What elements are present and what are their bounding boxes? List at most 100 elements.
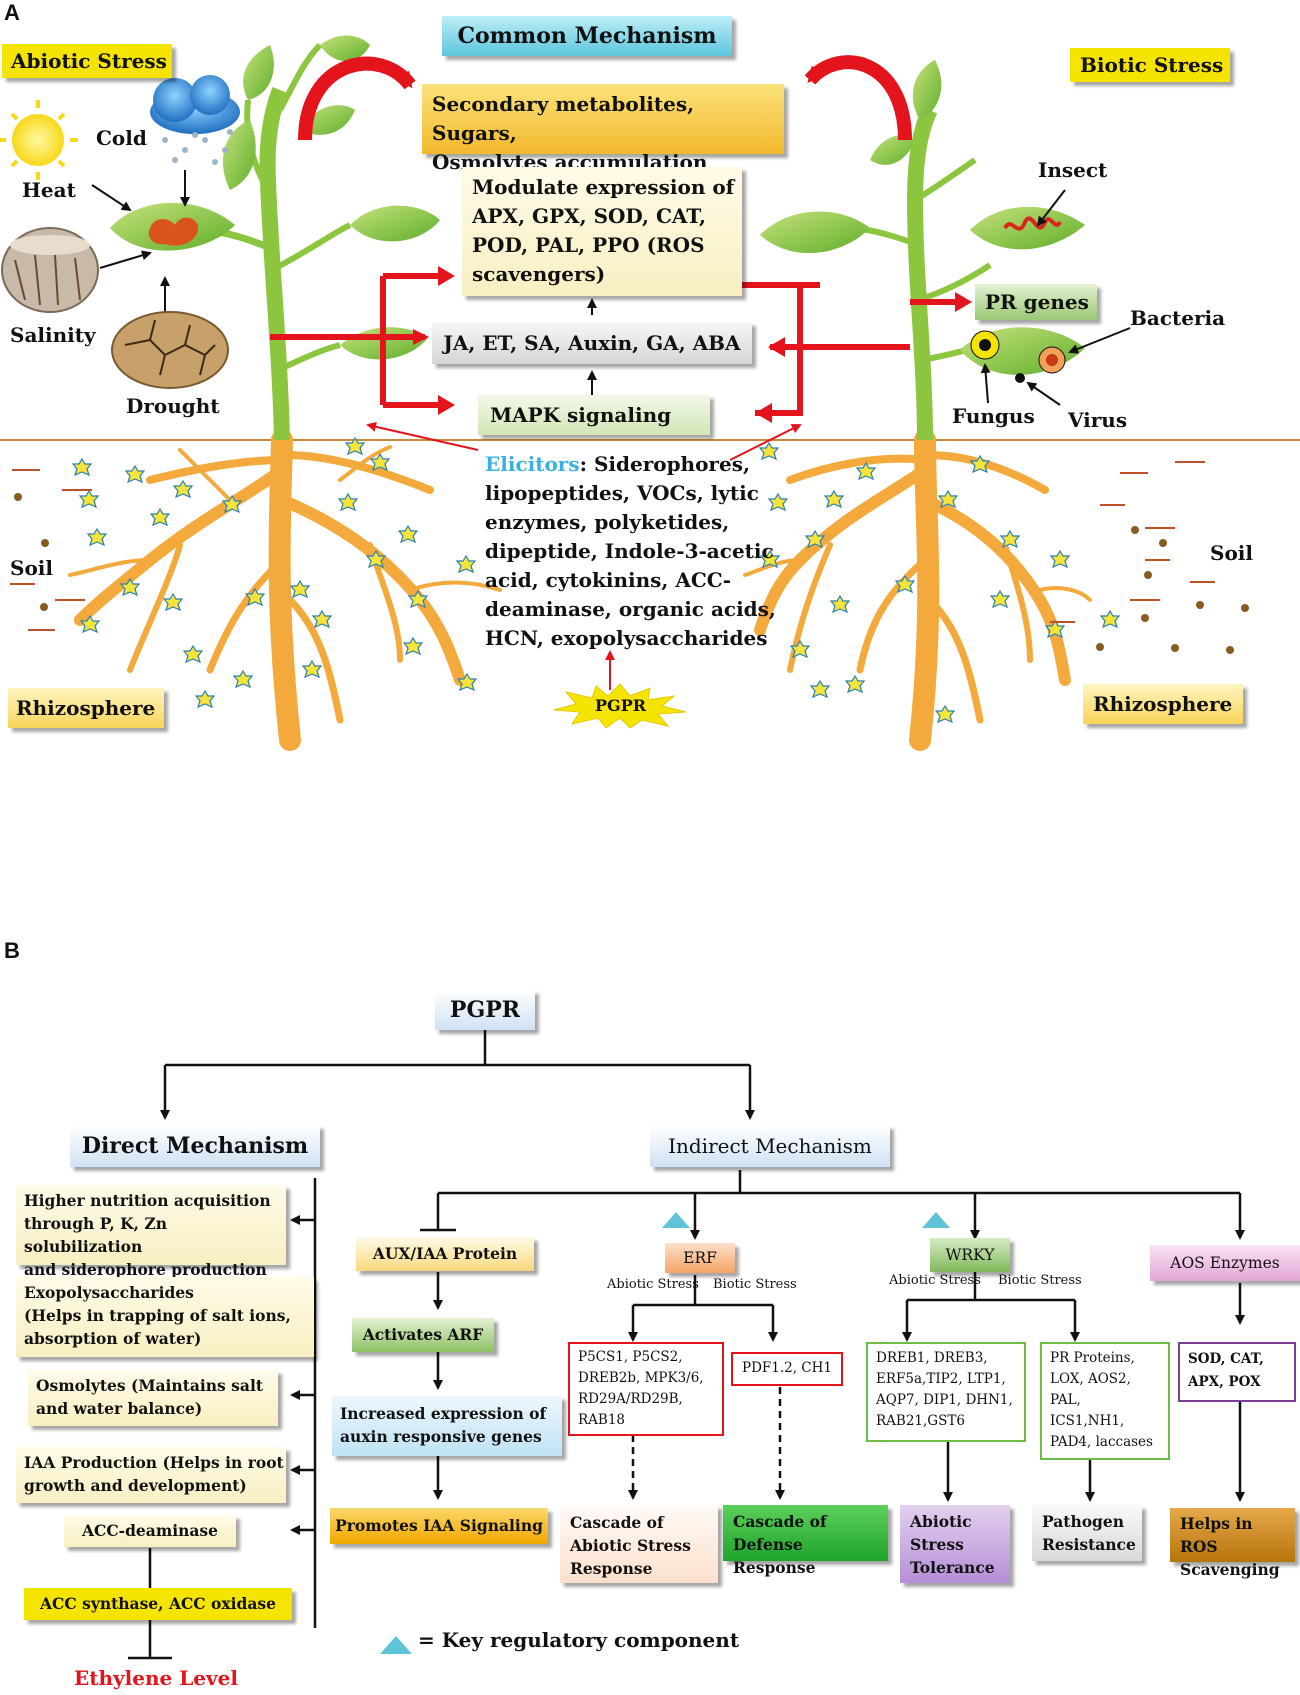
biotic-stress-title: Biotic Stress — [1080, 53, 1224, 77]
exopolysaccharides-box: Exopolysaccharides (Helps in trapping of… — [16, 1277, 314, 1357]
rhizosphere-right-text: Rhizosphere — [1093, 692, 1233, 716]
acc-synthase-box: ACC synthase, ACC oxidase — [24, 1588, 292, 1620]
wrky-box: WRKY — [930, 1238, 1010, 1272]
modulate-line-3: POD, PAL, PPO (ROS — [472, 233, 705, 257]
soil-marks-right — [1050, 461, 1215, 623]
osmolytes-line-2: and water balance) — [36, 1399, 203, 1418]
ros-line-2: Scavenging — [1180, 1560, 1280, 1579]
increased-line-2: auxin responsive genes — [340, 1427, 542, 1446]
elicitors-line-2: lipopeptides, VOCs, lytic — [485, 481, 759, 505]
panel-b-label: B — [4, 938, 20, 963]
right-roots — [743, 429, 1092, 751]
tolerance-line-3: Tolerance — [910, 1558, 995, 1577]
abiotic-stress-box: Abiotic Stress — [2, 44, 172, 78]
aos-list-box: SOD, CAT, APX, POX — [1178, 1342, 1296, 1402]
indirect-mechanism-box: Indirect Mechanism — [650, 1125, 890, 1167]
erf-abiotic-gene-2: DREB2b, MPK3/6, — [578, 1370, 704, 1386]
soil-right-label: Soil — [1210, 541, 1253, 565]
salinity-label: Salinity — [10, 323, 96, 347]
red-arrowheads — [438, 266, 972, 423]
virus-particle — [1015, 373, 1025, 383]
elicitors-line-1: : Siderophores, — [579, 452, 750, 476]
abiotic-stress-title: Abiotic Stress — [11, 49, 167, 73]
right-curved-arrow — [804, 55, 912, 141]
mapk-text: MAPK signaling — [490, 403, 672, 427]
left-roots — [68, 429, 502, 751]
wrky-biotic-genes-box: PR Proteins, LOX, AOS2, PAL, ICS1,NH1, P… — [1040, 1342, 1170, 1460]
iaa-production-box: IAA Production (Helps in root growth and… — [16, 1447, 286, 1503]
erf-abiotic-genes-box: P5CS1, P5CS2, DREB2b, MPK3/6, RD29A/RD29… — [568, 1342, 724, 1436]
cascade-abiotic-line-2: Abiotic Stress — [570, 1536, 691, 1555]
wrky-biotic-gene-4: ICS1,NH1, — [1050, 1413, 1125, 1429]
ethylene-level-label: Ethylene Level — [74, 1666, 238, 1690]
nutrition-box: Higher nutrition acquisition through P, … — [16, 1185, 286, 1279]
insect-leaf — [970, 206, 1085, 250]
wrky-abiotic-genes-box: DREB1, DREB3, ERF5a,TIP2, LTP1, AQP7, DI… — [866, 1342, 1026, 1442]
fungus-label: Fungus — [952, 404, 1035, 428]
pr-genes-box: PR genes — [975, 284, 1097, 320]
secondary-metabolites-box: Secondary metabolites, Sugars, Osmolytes… — [422, 84, 784, 174]
bacteria-label: Bacteria — [1130, 306, 1226, 330]
erf-abiotic-gene-3: RD29A/RD29B, — [578, 1391, 683, 1407]
right-plant — [760, 60, 1085, 441]
panel-b-connectors — [128, 1028, 1245, 1660]
cascade-defense-line-1: Cascade of — [733, 1512, 827, 1531]
pathogen-line-1: Pathogen — [1042, 1512, 1125, 1531]
direct-mechanism-box: Direct Mechanism — [70, 1125, 320, 1167]
wrky-biotic-gene-5: PAD4, laccases — [1050, 1434, 1153, 1450]
aos-enzyme-1: SOD, CAT, — [1188, 1351, 1264, 1367]
erf-abiotic-gene-4: RAB18 — [578, 1412, 626, 1428]
promotes-iaa-text: Promotes IAA Signaling — [335, 1516, 543, 1535]
aos-enzyme-2: APX, POX — [1188, 1374, 1261, 1390]
erf-biotic-label: Biotic Stress — [713, 1277, 797, 1292]
increased-line-1: Increased expression of — [340, 1404, 547, 1423]
acc-synthase-text: ACC synthase, ACC oxidase — [40, 1594, 276, 1613]
wrky-biotic-gene-2: LOX, AOS2, — [1050, 1371, 1131, 1387]
erf-box: ERF — [665, 1243, 735, 1273]
wrky-abiotic-gene-3: AQP7, DIP1, DHN1, — [876, 1392, 1013, 1408]
pgpr-starburst — [553, 683, 687, 729]
wrky-abiotic-label: Abiotic Stress — [889, 1273, 981, 1288]
common-mechanism-box: Common Mechanism — [442, 16, 732, 56]
mapk-box: MAPK signaling — [478, 395, 710, 435]
biotic-stress-box: Biotic Stress — [1070, 48, 1230, 82]
ros-line-1: Helps in ROS — [1180, 1514, 1253, 1556]
hormones-box: JA, ET, SA, Auxin, GA, ABA — [432, 322, 752, 364]
drought-label: Drought — [126, 394, 220, 418]
insect-label: Insect — [1038, 158, 1108, 182]
wrky-abiotic-gene-4: RAB21,GST6 — [876, 1413, 965, 1429]
heat-label: Heat — [22, 178, 76, 202]
erf-abiotic-label: Abiotic Stress — [607, 1277, 699, 1292]
insect-trail — [1003, 216, 1062, 231]
indirect-mechanism-title: Indirect Mechanism — [668, 1134, 872, 1158]
acc-deaminase-box: ACC-deaminase — [64, 1515, 236, 1547]
erf-key-triangle — [662, 1212, 690, 1228]
hormones-text: JA, ET, SA, Auxin, GA, ABA — [443, 331, 741, 355]
elicitors-line-7: HCN, exopolysaccharides — [485, 626, 768, 650]
exopoly-line-3: absorption of water) — [24, 1329, 202, 1348]
pgpr-bacteria-cluster — [71, 436, 1121, 724]
wrky-biotic-gene-1: PR Proteins, — [1050, 1350, 1135, 1366]
activates-arf-box: Activates ARF — [352, 1318, 494, 1352]
rhizosphere-left-box: Rhizosphere — [8, 688, 164, 728]
elicitors-label: Elicitors — [485, 452, 580, 476]
elicitors-line-5: acid, cytokinins, ACC- — [485, 568, 731, 592]
nutrition-line-1: Higher nutrition acquisition — [24, 1191, 271, 1210]
cascade-abiotic-line-1: Cascade of — [570, 1513, 664, 1532]
elicitors-text-block: Elicitors: Siderophores, lipopeptides, V… — [485, 450, 776, 653]
pathogen-line-2: Resistance — [1042, 1535, 1136, 1554]
cold-label: Cold — [96, 126, 147, 150]
wrky-abiotic-gene-1: DREB1, DREB3, — [876, 1350, 988, 1366]
black-arrows-a — [91, 170, 1131, 406]
promotes-iaa-box: Promotes IAA Signaling — [330, 1508, 548, 1544]
panel-a-label: A — [4, 0, 20, 25]
iaa-line-1: IAA Production (Helps in root — [24, 1453, 284, 1472]
erf-biotic-genes-box: PDF1.2, CH1 — [731, 1352, 843, 1386]
pr-genes-text: PR genes — [985, 290, 1089, 314]
legend-text: = Key regulatory component — [418, 1628, 740, 1652]
cascade-defense-line-2: Defense Response — [733, 1535, 816, 1577]
iaa-line-2: growth and development) — [24, 1476, 247, 1495]
modulate-line-1: Modulate expression of — [472, 175, 735, 199]
modulate-line-2: APX, GPX, SOD, CAT, — [472, 204, 706, 228]
